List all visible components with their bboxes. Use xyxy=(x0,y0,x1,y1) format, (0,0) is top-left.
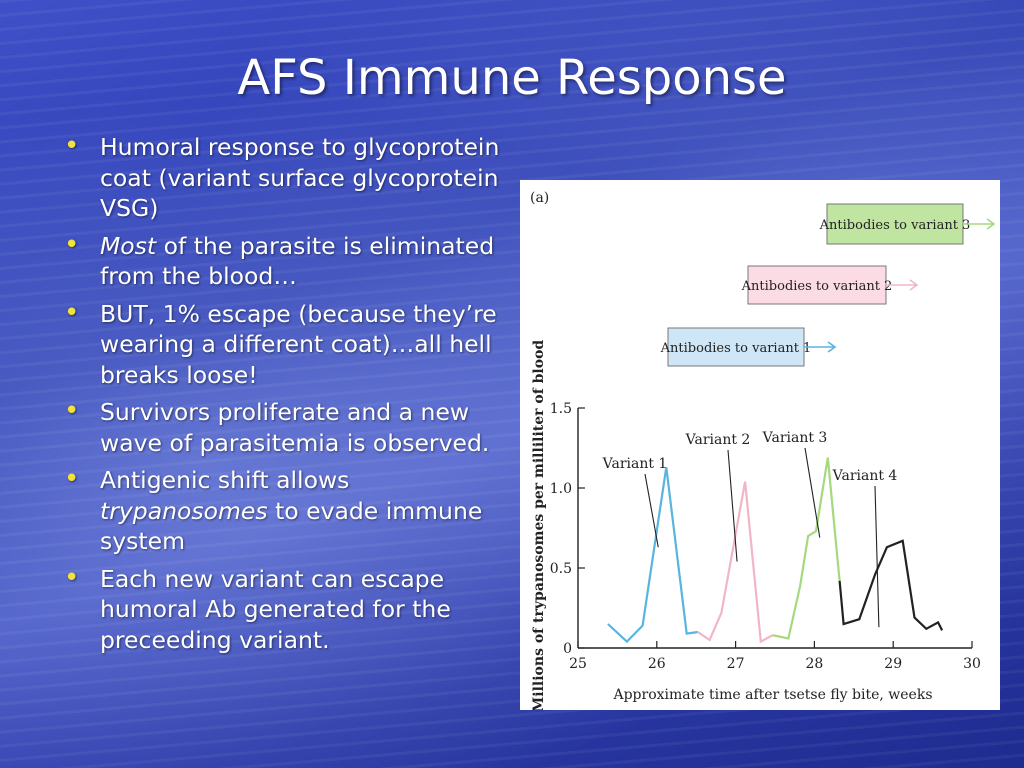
series-line-variant-3 xyxy=(772,457,841,640)
antibody-box-label: Antibodies to variant 3 xyxy=(819,218,971,233)
variant-label: Variant 4 xyxy=(832,468,898,484)
x-tick-label: 30 xyxy=(963,656,981,672)
x-tick-label: 25 xyxy=(569,656,587,672)
x-tick-label: 29 xyxy=(884,656,902,672)
x-tick-label: 28 xyxy=(805,656,823,672)
bullet-dot-icon: • xyxy=(64,562,80,593)
antibody-box xyxy=(826,203,964,245)
antibody-box xyxy=(667,327,805,367)
y-tick-label: 0 xyxy=(563,641,572,657)
y-tick-label: 0.5 xyxy=(550,561,572,577)
antibody-boxes: Antibodies to variant 1 Antibodies to var… xyxy=(660,203,996,367)
bullet-item: • Humoral response to glycoprotein coat (… xyxy=(62,131,502,224)
bullet-text: of the parasite is eliminated from the b… xyxy=(100,231,495,291)
bullet-text: Most xyxy=(100,231,157,260)
bullet-text: BUT, 1% escape (because they’re wearing … xyxy=(100,299,497,389)
arrow-head-icon xyxy=(827,341,837,353)
y-axis-label: Millions of trypanosomes per milliliter … xyxy=(531,340,547,710)
bullet-dot-icon: • xyxy=(64,396,80,426)
x-tick-label: 26 xyxy=(648,656,666,672)
arrow-head-icon xyxy=(909,279,919,291)
bullet-text: Survivors proliferate and a new wave of … xyxy=(100,398,490,457)
bullet-item: • Antigenic shift allows trypanosomes to … xyxy=(62,464,502,557)
series-line-variant-4 xyxy=(838,539,944,631)
bullet-dot-icon: • xyxy=(64,229,80,260)
panel-label: (a) xyxy=(530,190,549,206)
x-axis-label: Approximate time after tsetse fly bite, … xyxy=(612,687,932,703)
bullet-dot-icon: • xyxy=(64,297,80,328)
bullet-dot-icon: • xyxy=(64,464,80,494)
chart-axes: 25 26 27 28 29 30 0 0.5 1.0 1.5 xyxy=(550,401,981,672)
bullet-item: • BUT, 1% escape (because they’re wearing… xyxy=(62,297,502,391)
y-tick-label: 1.5 xyxy=(550,401,572,417)
antibody-box-label: Antibodies to variant 1 xyxy=(660,341,812,356)
bullet-text: Antigenic shift allows xyxy=(100,466,350,494)
slide-title: AFS Immune Response xyxy=(237,50,787,106)
x-tick-label: 27 xyxy=(727,656,745,672)
antibody-box-label: Antibodies to variant 2 xyxy=(741,279,893,294)
variant-label: Variant 3 xyxy=(762,430,828,446)
bullet-text: trypanosomes xyxy=(100,496,268,525)
arrow-head-icon xyxy=(986,218,996,230)
y-tick-label: 1.0 xyxy=(550,481,572,497)
chart-lines xyxy=(607,457,944,644)
bullet-dot-icon: • xyxy=(64,131,80,161)
bullet-list: • Humoral response to glycoprotein coat (… xyxy=(62,131,502,662)
variant-leader-line xyxy=(874,485,880,628)
bullet-item: • Survivors proliferate and a new wave of… xyxy=(62,396,502,458)
variant-label: Variant 2 xyxy=(685,432,751,448)
bullet-text: to evade immune system xyxy=(100,496,483,556)
chart-annotations: Variant 1 Variant 2 Variant 3 Variant 4 xyxy=(602,430,898,628)
bullet-text: Humoral response to glycoprotein coat (v… xyxy=(100,133,500,222)
series-line-variant-1 xyxy=(607,467,698,644)
variant-leader-line xyxy=(804,447,821,538)
variant-leader-line xyxy=(727,449,738,562)
variant-label: Variant 1 xyxy=(602,456,668,472)
bullet-item: • Most of the parasite is eliminated from… xyxy=(62,229,502,292)
series-line-variant-2 xyxy=(697,481,774,644)
bullet-text: Each new variant can escape humoral Ab g… xyxy=(100,564,451,654)
bullet-item: • Each new variant can escape humoral Ab … xyxy=(62,562,502,656)
variant-leader-line xyxy=(644,473,659,548)
